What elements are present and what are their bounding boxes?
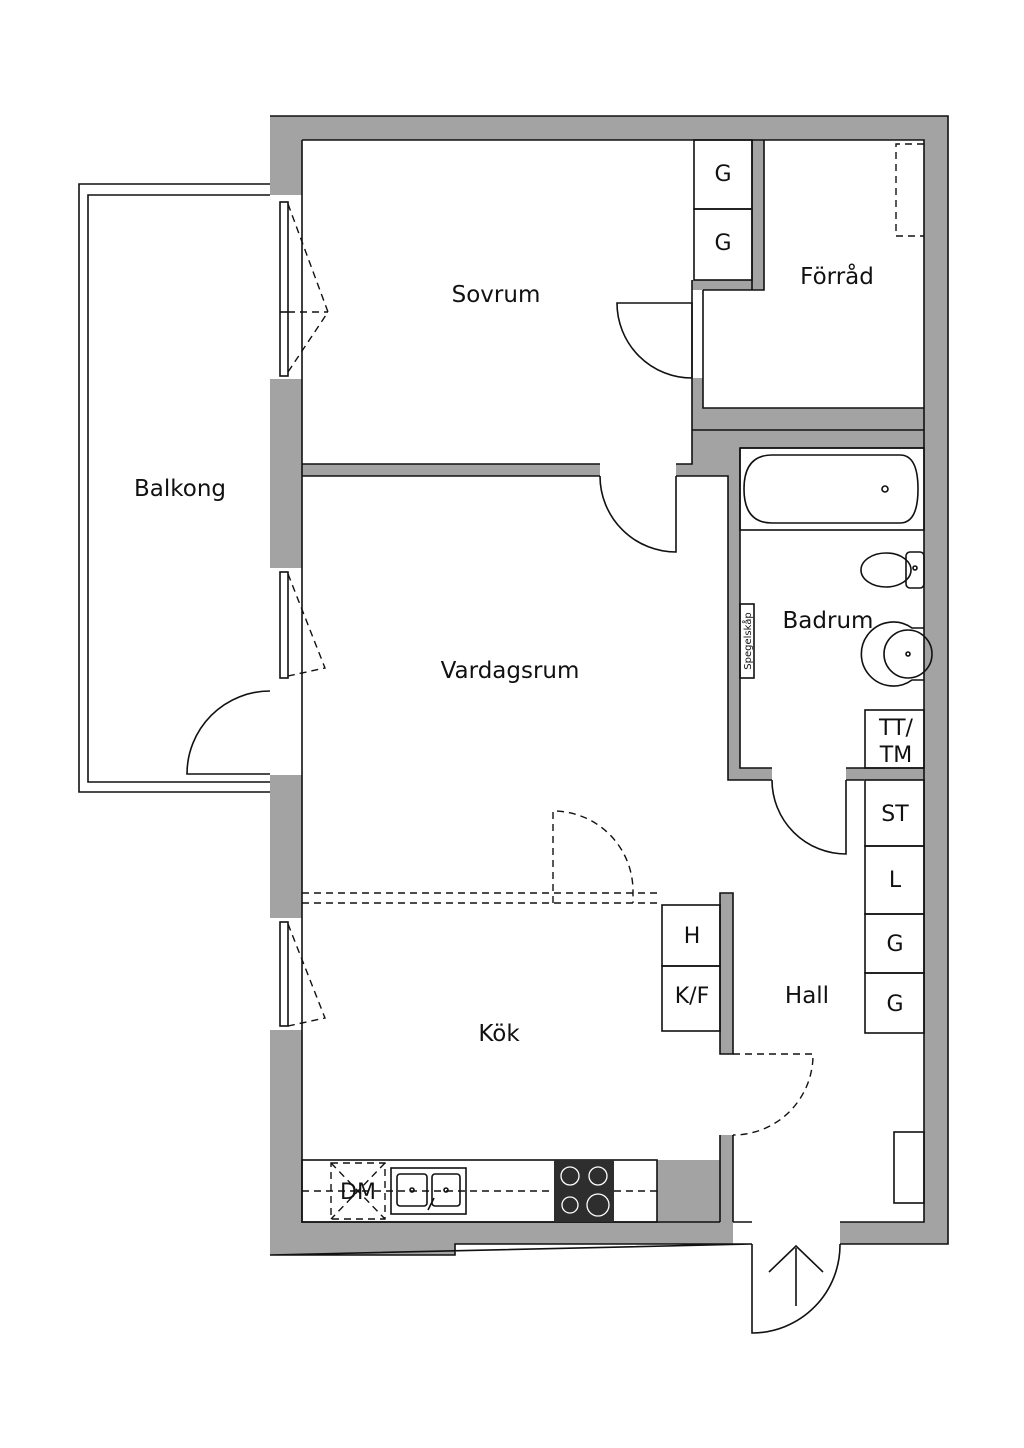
closet-l-label: L <box>889 868 902 893</box>
room-label-vardagsrum: Vardagsrum <box>441 658 580 684</box>
room-labels: Sovrum Förråd Balkong Vardagsrum Badrum … <box>134 262 874 1047</box>
room-label-balkong: Balkong <box>134 476 226 502</box>
mirror-cabinet <box>739 603 755 679</box>
hall-shelf <box>893 1131 925 1204</box>
door-hall-kitchen <box>732 1053 814 1136</box>
interior-walls <box>302 140 924 1222</box>
window-kok <box>279 921 326 1027</box>
openings <box>270 195 846 1244</box>
bathtub-basin-icon <box>743 454 919 524</box>
closet-tm-label: TM <box>879 743 912 768</box>
wall-forrad-sovrum <box>692 280 924 430</box>
mirror-cabinet-label: Spegelskåp <box>741 612 754 669</box>
dishwasher-label: DM <box>340 1180 376 1205</box>
cabinet-kf-label: K/F <box>675 984 710 1009</box>
cabinet-kf <box>661 965 721 1032</box>
window-vardagsrum <box>279 571 326 679</box>
door-badrum <box>771 779 847 855</box>
sink-double-icon <box>390 1167 467 1215</box>
wall-kitchen-hall <box>720 893 733 1054</box>
room-label-kok: Kök <box>478 1021 520 1047</box>
stove-icon <box>554 1160 614 1222</box>
closet-g2 <box>864 972 925 1034</box>
bathroom-fixtures: Spegelskåp TT/ TM <box>739 447 933 769</box>
door-balcony <box>186 690 271 775</box>
closet-g1-label: G <box>886 932 903 957</box>
toilet-icon <box>860 551 925 589</box>
cabinet-h-label: H <box>684 924 701 949</box>
door-sovrum <box>616 302 693 379</box>
entrance-arrow-icon <box>768 1244 824 1306</box>
room-label-badrum: Badrum <box>783 608 874 634</box>
closet-g2-label: G <box>886 992 903 1017</box>
dishwasher <box>330 1162 386 1220</box>
wall-core <box>676 430 924 780</box>
balcony-outer-rail <box>78 183 270 793</box>
closet-tt-tm <box>864 709 925 769</box>
sink-icon <box>860 621 933 687</box>
closet-sovrum-top-label: G <box>714 162 731 187</box>
closet-st-label: ST <box>881 802 909 827</box>
closet-tt-label: TT/ <box>878 716 913 741</box>
bathtub <box>739 447 925 531</box>
balcony <box>78 183 270 793</box>
kitchen-cabinets: H K/F <box>661 904 721 1032</box>
forrad-shelf <box>895 143 924 237</box>
room-label-forrad: Förråd <box>800 262 874 290</box>
doors <box>186 302 847 1334</box>
door-entrance <box>751 1243 841 1334</box>
sovrum-closets: G G <box>693 139 753 281</box>
windows <box>279 201 329 1027</box>
door-vardagsrum <box>599 475 677 553</box>
wall-sovrum-closet <box>752 140 764 290</box>
room-label-hall: Hall <box>785 983 829 1009</box>
kitchen-divider <box>302 810 660 904</box>
closet-sovrum-bottom-label: G <box>714 231 731 256</box>
hall-closets: ST L G G <box>864 779 925 1204</box>
wall-kitchen-corner <box>657 1160 733 1222</box>
wall-sovrum-vardagsrum <box>302 464 600 476</box>
wall-bath-hall <box>846 768 924 780</box>
window-sovrum <box>279 201 329 377</box>
closet-sovrum-bottom <box>693 208 753 281</box>
room-label-sovrum: Sovrum <box>452 282 541 308</box>
kitchen-counter: DM <box>301 1159 658 1223</box>
balcony-inner-rail <box>87 194 270 783</box>
